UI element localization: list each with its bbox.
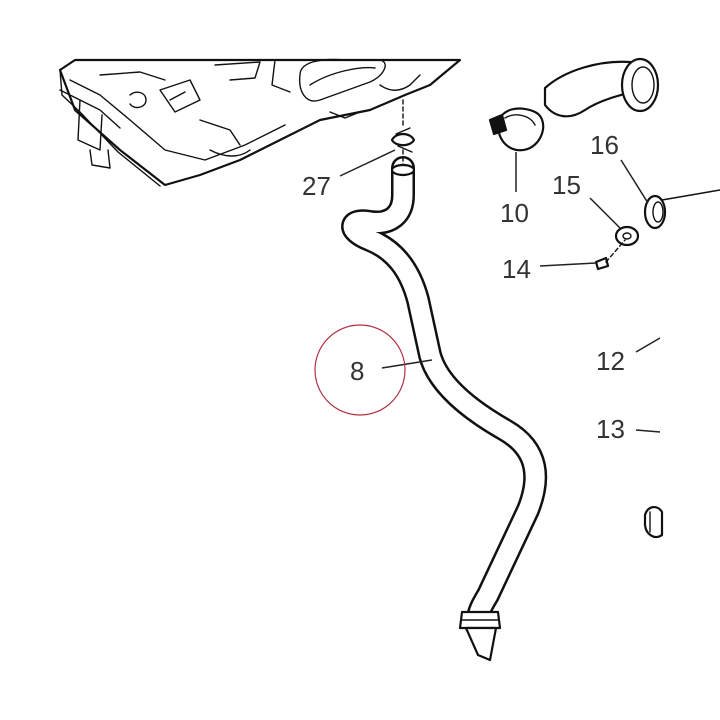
right-edge-parts [635,337,664,539]
clamp-part-10 [488,57,660,192]
callout-16: 16 [590,130,619,160]
callout-27: 27 [302,171,331,201]
callout-8: 8 [350,356,364,386]
callout-14: 14 [502,254,531,284]
callout-10: 10 [500,198,529,228]
fitting-parts [539,159,720,271]
callout-12: 12 [596,346,625,376]
housing-assembly [58,58,462,187]
hose-part-8 [341,156,548,662]
highlight-circle [314,324,406,416]
callout-15: 15 [552,170,581,200]
leader-8 [381,359,433,369]
callout-13: 13 [596,414,625,444]
clip-part-27 [390,99,416,166]
leader-27 [339,149,396,177]
